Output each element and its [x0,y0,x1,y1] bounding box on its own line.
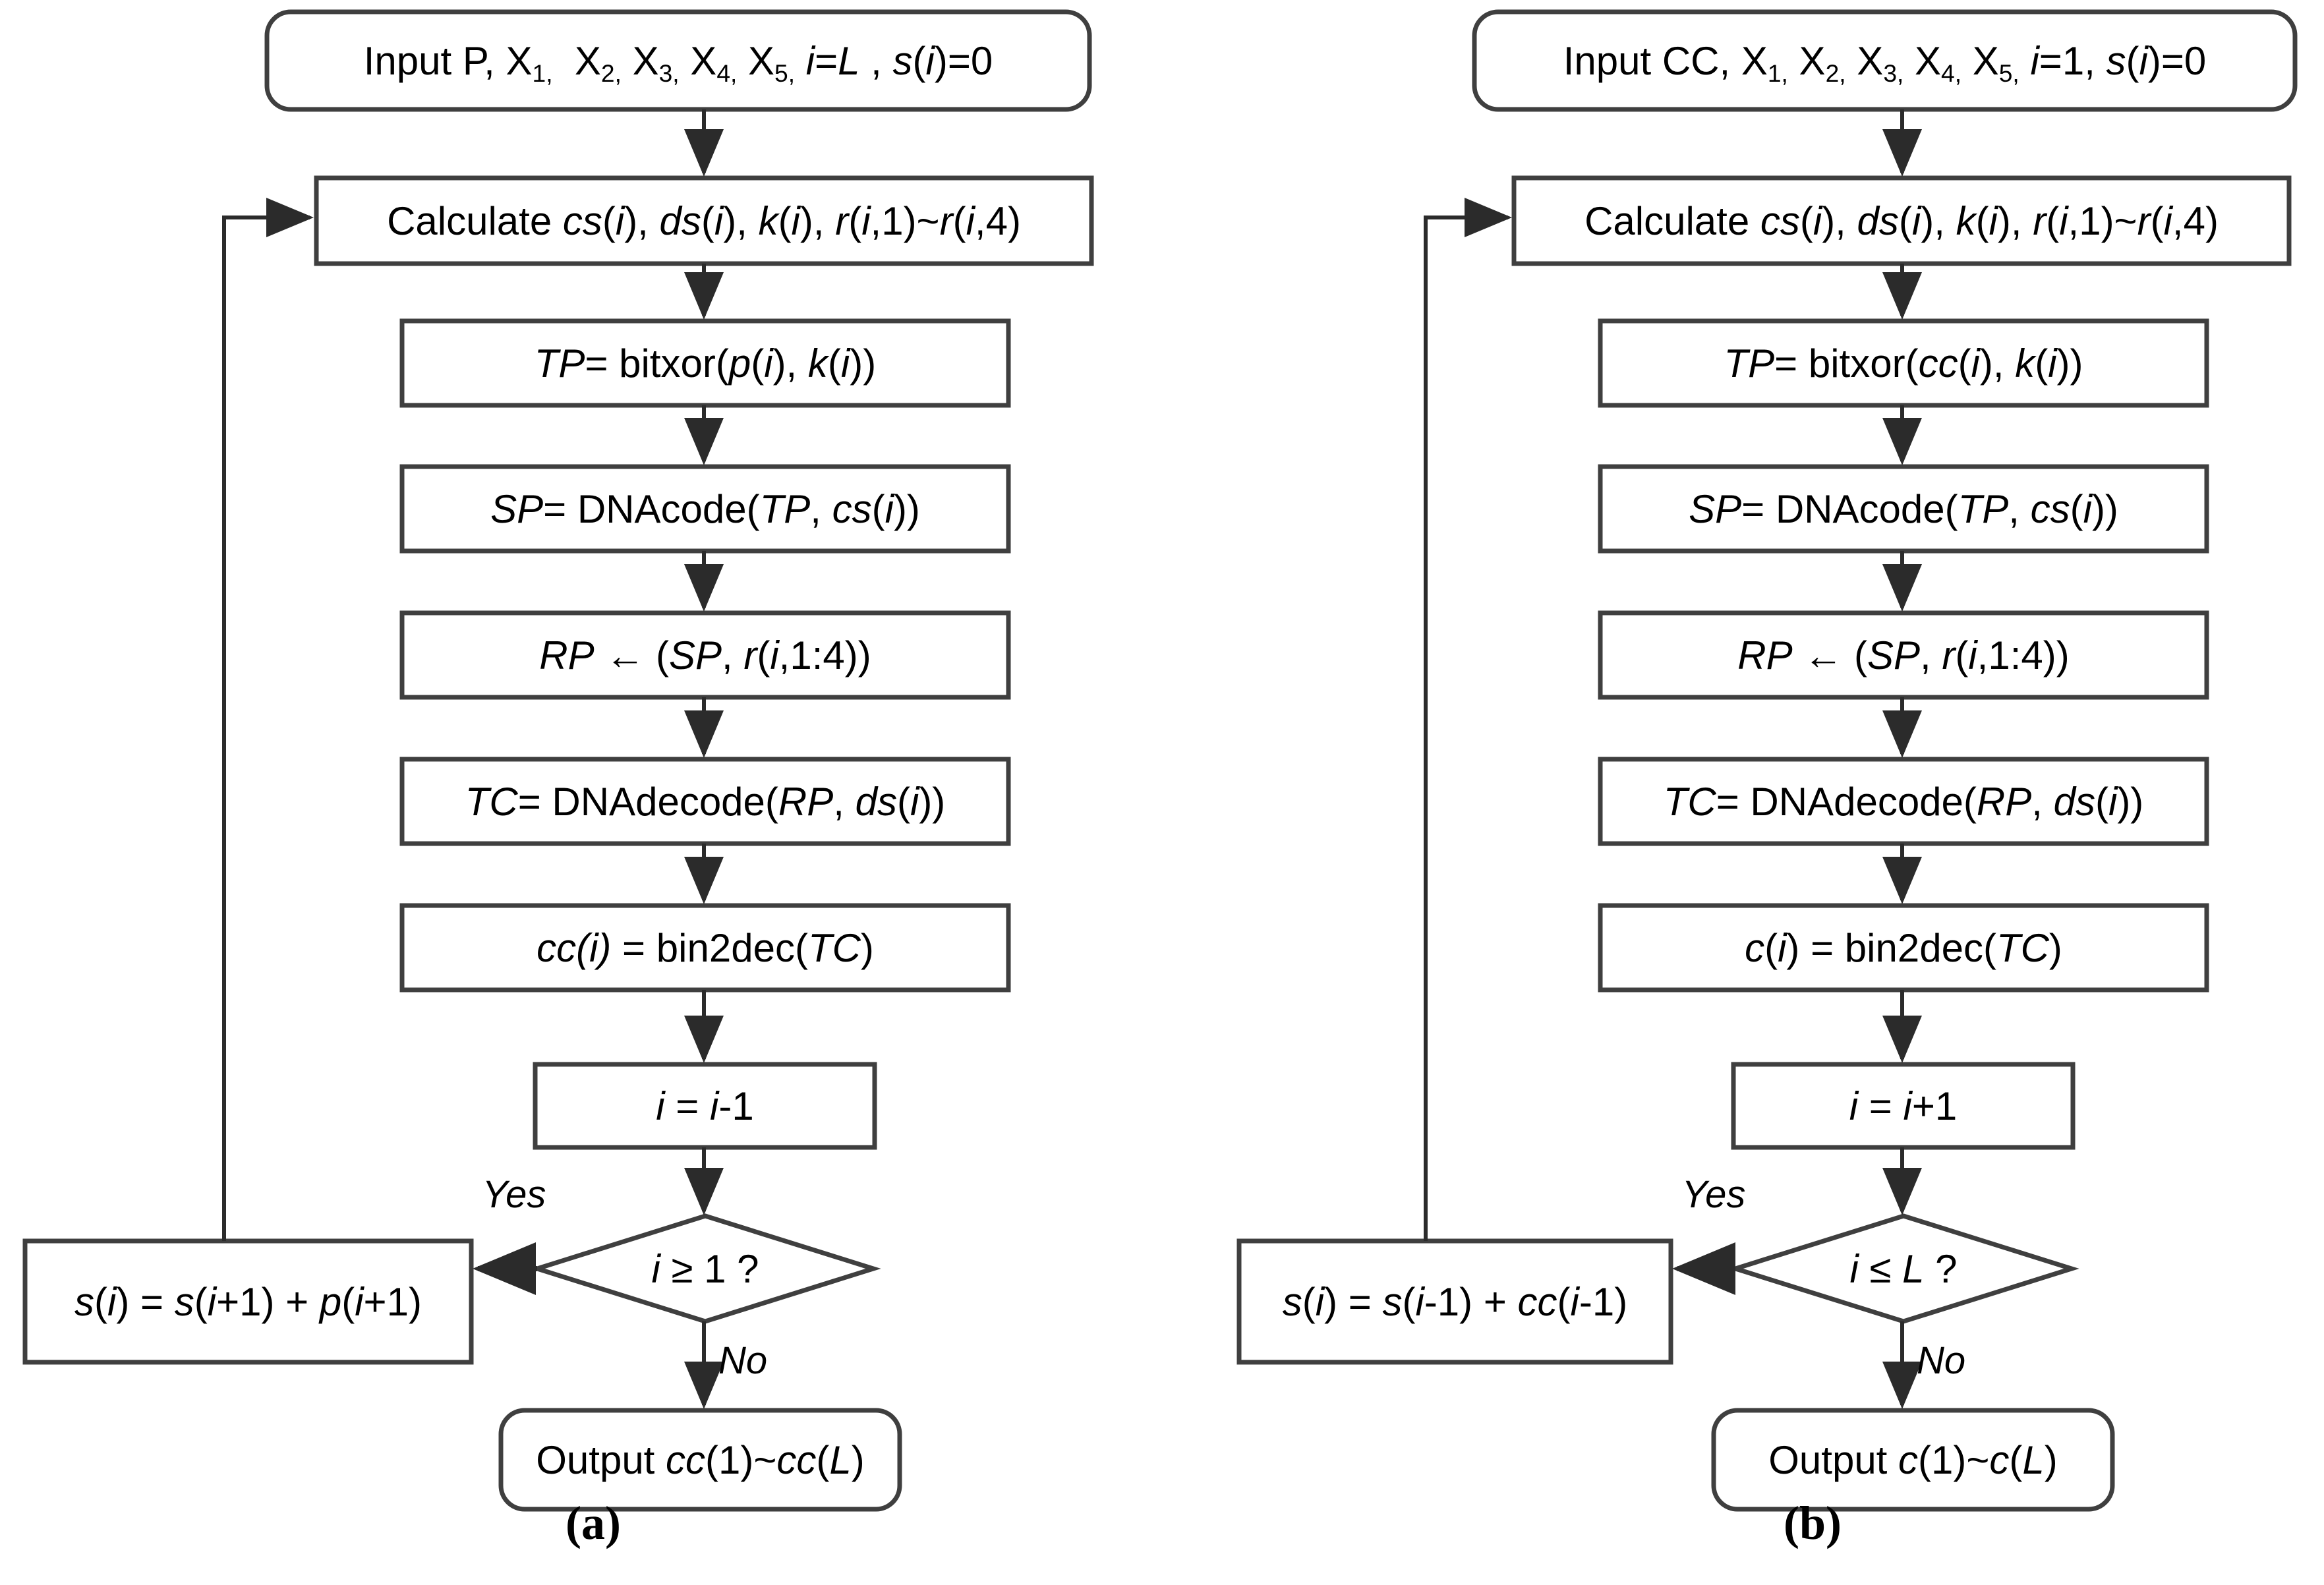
node-a-output [498,1408,902,1512]
edge-a-feedback-loop [222,198,314,1241]
node-a-tc [399,757,1011,846]
node-a-decision [529,1213,881,1324]
node-b-accum [1236,1238,1673,1365]
node-b-decision [1728,1213,2079,1324]
node-b-tc [1598,757,2209,846]
panel-a-caption: (a) [566,1497,621,1549]
panel-b-caption: (b) [1784,1497,1842,1549]
edge-b-feedback-loop [1424,198,1512,1241]
panel-a-shapes [22,9,1094,1512]
node-b-rp [1598,610,2209,700]
node-a-rp [399,610,1011,700]
node-a-tp [399,318,1011,408]
node-a-cc [399,903,1011,993]
node-b-sp [1598,464,2209,554]
node-b-output [1711,1408,2115,1512]
node-b-tp [1598,318,2209,408]
node-b-iter [1731,1062,2076,1150]
node-a-iter [533,1062,877,1150]
node-a-sp [399,464,1011,554]
panel-b-shapes [1236,9,2298,1512]
node-a-input [264,9,1092,112]
node-b-calculate [1511,175,2292,266]
node-a-accum [22,1238,474,1365]
node-a-calculate [314,175,1094,266]
node-b-cc [1598,903,2209,993]
node-b-input [1472,9,2298,112]
